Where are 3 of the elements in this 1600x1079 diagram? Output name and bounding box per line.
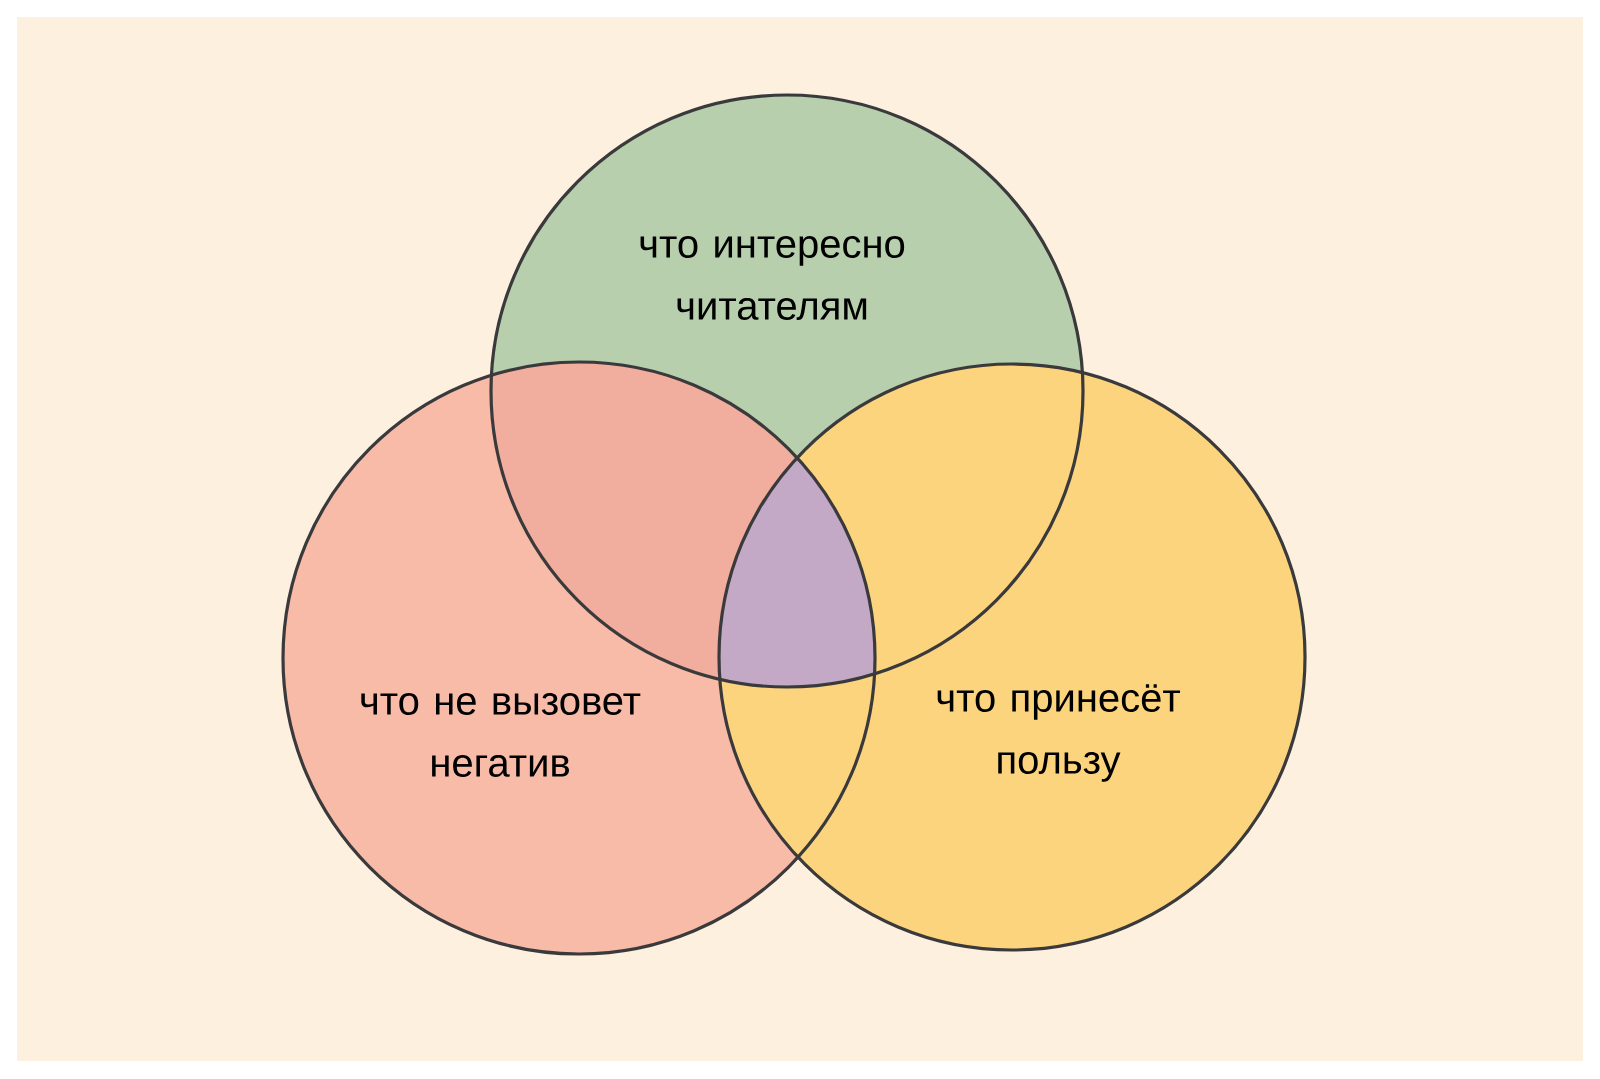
circle-label: что не вызовет негатив: [361, 693, 641, 777]
circle-label: что принесёт пользу: [937, 684, 1181, 782]
circle-label: что интересно читателям: [640, 236, 905, 320]
